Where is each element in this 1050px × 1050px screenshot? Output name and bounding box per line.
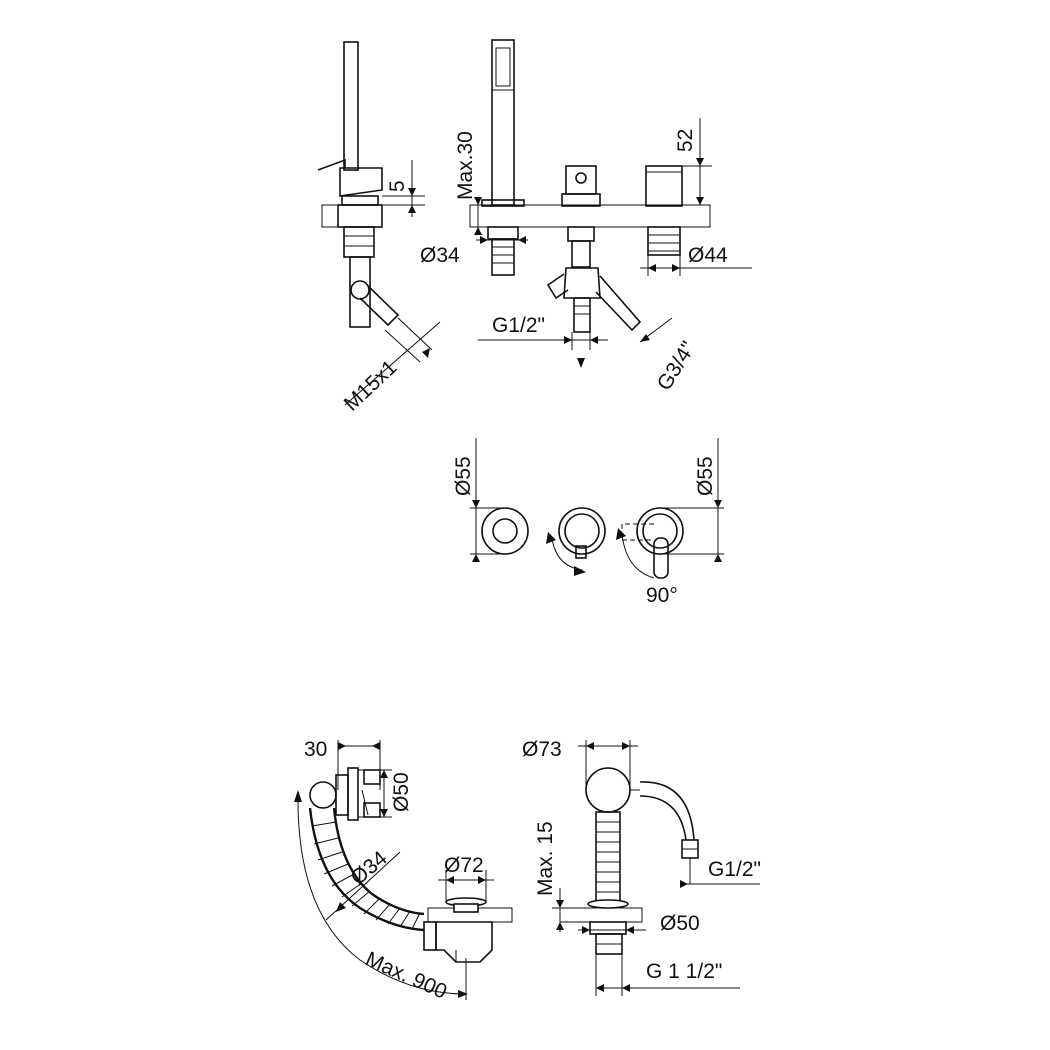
dim-label-30: 30 bbox=[304, 738, 327, 761]
deck-surface-filler bbox=[559, 907, 643, 923]
hand-shower-holder bbox=[317, 41, 400, 328]
dim-5: 5 bbox=[382, 160, 425, 217]
dim-g34: G3/4" bbox=[639, 317, 701, 395]
deck-surface-left bbox=[321, 204, 383, 228]
dim-label-5: 5 bbox=[386, 180, 409, 192]
dim-label-g12-bottom: G1/2" bbox=[708, 858, 761, 881]
dim-label-d73: Ø73 bbox=[522, 738, 562, 761]
dim-label-g34: G3/4" bbox=[653, 338, 701, 395]
hand-shower-deck bbox=[481, 39, 525, 276]
dim-label-d50-top: Ø50 bbox=[390, 772, 413, 812]
dim-label-max900: Max. 900 bbox=[362, 948, 450, 1004]
dim-d44: Ø44 bbox=[640, 244, 752, 276]
deck-surface-main bbox=[469, 204, 711, 228]
dim-label-d55-right: Ø55 bbox=[694, 456, 717, 496]
escutcheon-top-views: Ø55 90° Ø55 bbox=[452, 438, 724, 607]
dim-label-d72: Ø72 bbox=[444, 854, 484, 877]
escutcheon-shower bbox=[481, 507, 529, 555]
deck-mixer-group: 5 M15x1 Max.30 bbox=[317, 39, 752, 416]
dim-label-d44: Ø44 bbox=[688, 244, 728, 267]
dim-52: 52 bbox=[674, 118, 712, 205]
escutcheon-diverter bbox=[636, 507, 684, 555]
dim-m15x1: M15x1 bbox=[340, 317, 441, 416]
dim-d34-top: Ø34 bbox=[420, 236, 528, 267]
mixer-body bbox=[546, 165, 642, 333]
dim-label-max30: Max.30 bbox=[454, 131, 477, 200]
dim-max30: Max.30 bbox=[454, 131, 492, 235]
bath-filler-waste: Ø73 G1/2" bbox=[522, 738, 761, 996]
dim-label-d55-left: Ø55 bbox=[452, 456, 475, 496]
escutcheon-mixer bbox=[558, 507, 606, 555]
dim-g12-top: G1/2" bbox=[478, 314, 608, 368]
diverter-body bbox=[645, 165, 683, 256]
dim-label-d34-top: Ø34 bbox=[420, 244, 460, 267]
dim-label-g112: G 1 1/2" bbox=[646, 960, 722, 983]
bath-waste-overflow: 30 Ø50 bbox=[294, 738, 513, 1004]
angle-label: 90° bbox=[646, 584, 678, 607]
dim-label-d34-hose: Ø34 bbox=[346, 846, 391, 889]
dim-label-g12-top: G1/2" bbox=[492, 314, 545, 337]
dim-label-d50-bottom: Ø50 bbox=[660, 912, 700, 935]
dim-label-m15x1: M15x1 bbox=[340, 356, 402, 416]
dim-label-52: 52 bbox=[674, 129, 697, 152]
dim-label-max15: Max. 15 bbox=[534, 821, 557, 896]
